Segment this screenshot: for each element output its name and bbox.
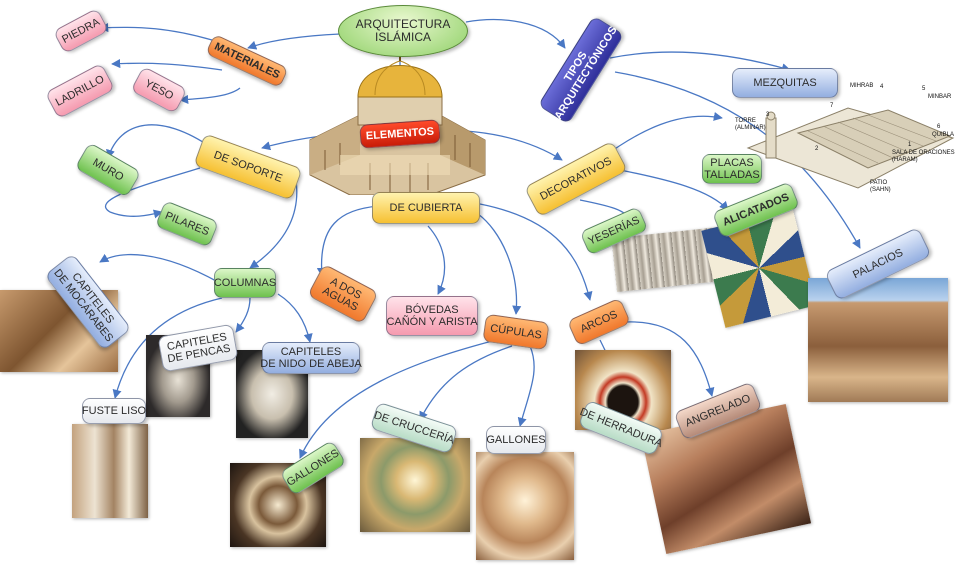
plan-label-n3: 3 [766,112,770,118]
link-cupulas-cruceria [419,345,513,421]
link-arcos-angrelado [625,321,715,397]
root-arquitectura-islamica[interactable]: ARQUITECTURA ISLÁMICA [338,5,468,57]
link-cupulas-gallones2 [517,345,535,427]
plan-label-sala: SALA DE ORACIONES (HARAM) [892,150,955,164]
node-gallones-2-label: GALLONES [486,434,546,446]
mosque-plan-illustration [746,107,955,189]
plan-label-sala-line2: (HARAM) [892,157,918,163]
photo-palacios [808,278,948,402]
link-decubierta-arcos [479,203,593,301]
node-fuste-liso-label: FUSTE LISO [81,405,147,417]
link-desoporte-columnas [249,179,298,269]
node-mezquitas[interactable]: MEZQUITAS [732,68,838,98]
link-decorativos-placas [601,112,723,159]
link-decorativos-alicatados [619,169,729,211]
plan-label-n1: 1 [908,142,912,148]
link-materiales-piedra [99,23,213,41]
node-de-cubierta-label: DE CUBIERTA [389,202,463,214]
link-cupulas-gallones1 [299,339,497,459]
link-decubierta-bovedas [427,225,446,295]
node-placas-line-1: PLACAS [710,157,754,169]
photo-cupula-cruceria [360,438,470,532]
plan-label-minbar: MINBAR [928,94,952,100]
node-bovedas-line-1: BÓVEDAS [405,304,459,316]
photo-cupula-gallones-2 [476,452,574,560]
plan-label-mihrab: MIHRAB [850,83,874,89]
node-cupulas-label: CÚPULAS [489,322,543,342]
node-yeso-label: YESO [142,77,176,103]
plan-label-n6: 6 [937,124,941,130]
root-line-2: ISLÁMICA [374,30,431,44]
plan-label-n4: 4 [880,84,884,90]
plan-label-torre-line1: TORRE [735,118,756,124]
link-root-materiales [247,33,341,50]
link-desoporte-pilares [104,167,201,219]
node-muro-label: MURO [90,156,126,184]
link-columnas-pencas [235,297,251,333]
link-tipos-palacios [614,71,861,249]
node-placas-talladas[interactable]: PLACAS TALLADAS [702,154,762,184]
plan-label-n2: 2 [815,146,819,152]
node-columnas-label: COLUMNAS [213,277,277,289]
plan-label-patio: PATIO (SAHN) [870,180,891,194]
node-placas-line-2: TALLADAS [704,169,760,181]
plan-label-n7: 7 [830,103,834,109]
plan-label-patio-line2: (SAHN) [870,187,891,193]
dome-illustration [309,49,486,195]
node-nido-line-2: DE NIDO DE ABEJA [260,358,362,370]
node-elementos-label: ELEMENTOS [365,125,435,143]
node-de-cubierta[interactable]: DE CUBIERTA [372,192,480,224]
link-decubierta-dosaguas [316,205,379,277]
link-desoporte-muro [106,124,213,159]
node-bovedas[interactable]: BÓVEDAS CAÑÓN Y ARISTA [386,296,478,336]
link-materiales-yeso [179,87,241,104]
link-columnas-nido [277,293,313,343]
node-capiteles-nido[interactable]: CAPITELES DE NIDO DE ABEJA [260,342,362,374]
root-line-1: ARQUITECTURA [355,17,451,31]
link-root-tipos [465,18,566,49]
plan-label-sala-line1: SALA DE ORACIONES [892,150,955,156]
node-mezquitas-label: MEZQUITAS [753,77,817,89]
link-columnas-fuste [112,297,223,399]
link-columnas-mocarabes [99,253,219,283]
plan-label-torre-line2: (ALMINAR) [735,125,766,131]
node-gallones-2[interactable]: GALLONES [486,426,546,454]
node-nido-line-1: CAPITELES [280,346,342,358]
plan-label-n5: 5 [922,86,926,92]
link-tipos-mezquitas [609,51,791,73]
link-decubierta-cupulas [477,213,522,315]
node-columnas[interactable]: COLUMNAS [214,268,276,298]
node-bovedas-line-2: CAÑÓN Y ARISTA [386,316,478,328]
plan-label-patio-line1: PATIO [870,180,888,186]
photo-fuste-liso [72,424,148,518]
plan-label-torre: TORRE (ALMINAR) [735,118,766,132]
plan-label-quibla: QUIBLA [932,132,955,138]
node-fuste-liso[interactable]: FUSTE LISO [82,398,146,424]
link-materiales-ladrillo [111,59,223,71]
